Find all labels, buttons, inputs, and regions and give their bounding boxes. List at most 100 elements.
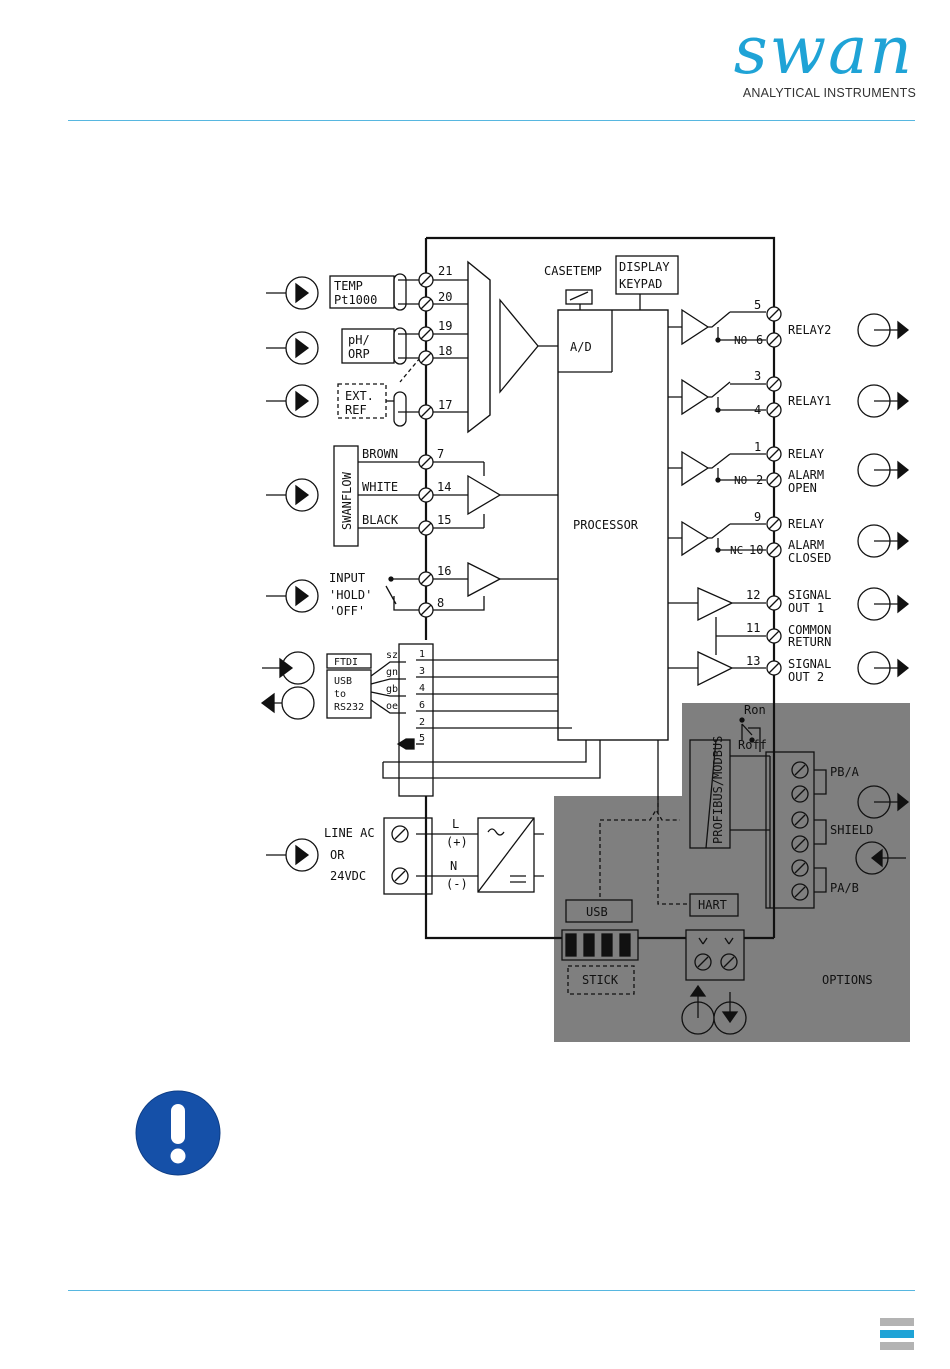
pba-label: PB/A (830, 765, 860, 779)
exclamation-warning-icon (135, 1090, 221, 1176)
processor-block (557, 309, 669, 741)
or-label: OR (330, 848, 345, 862)
swan-logo: swan ANALYTICAL INSTRUMENTS (734, 14, 918, 104)
usb-pin-lines (382, 659, 601, 779)
rs232-label: RS232 (334, 702, 364, 713)
processor-label: PROCESSOR (573, 518, 639, 532)
terminal-5: 5 (754, 298, 761, 312)
wire-brown: BROWN (362, 447, 398, 461)
ftdi-label: FTDI (334, 657, 358, 668)
options-label: OPTIONS (822, 973, 873, 987)
swanflow-block (333, 445, 359, 547)
usb-to-label: USB (334, 676, 352, 687)
signal2-label: SIGNAL (788, 657, 831, 671)
flow-terminals (418, 454, 434, 536)
terminal-19: 19 (438, 319, 452, 333)
l-label: L (452, 817, 459, 831)
terminal-10: 10 (749, 543, 763, 557)
alarm-closed-label: ALARM (788, 538, 824, 552)
options-internals (561, 717, 827, 995)
left-terminals-top (418, 272, 434, 420)
usb-option-label: USB (586, 905, 608, 919)
options-area (554, 703, 910, 1042)
wire-gb: gb (386, 684, 398, 695)
input-label: INPUT (329, 571, 365, 585)
footer-brand-mark (880, 1318, 914, 1354)
n-label: N (450, 859, 457, 873)
terminal-7: 7 (437, 447, 444, 461)
brand-name: swan (733, 12, 914, 89)
usb-pin-6: 6 (419, 700, 425, 711)
brand-tagline: ANALYTICAL INSTRUMENTS (742, 86, 916, 100)
terminal-1: 1 (754, 440, 761, 454)
terminal-2: 2 (756, 473, 763, 487)
wire-oe: oe (386, 701, 398, 712)
pt1000-label: Pt1000 (334, 293, 377, 307)
roff-label: Roff (738, 738, 767, 752)
out2-label: OUT 2 (788, 670, 824, 684)
no-label-1: NO (734, 334, 747, 347)
off-label: 'OFF' (329, 604, 365, 618)
terminal-20: 20 (438, 290, 452, 304)
terminal-17: 17 (438, 398, 452, 412)
wire-white: WHITE (362, 480, 398, 494)
terminal-13: 13 (746, 654, 760, 668)
relay1-label: RELAY1 (788, 394, 831, 408)
terminal-3: 3 (754, 369, 761, 383)
terminal-11: 11 (746, 621, 760, 635)
profibus-label: PROFIBUS/MODBUS (711, 736, 725, 844)
relay-outputs (668, 308, 766, 687)
terminal-12: 12 (746, 588, 760, 602)
ad-label: A/D (570, 340, 592, 354)
ron-label: Ron (744, 703, 766, 717)
terminal-8: 8 (437, 596, 444, 610)
ref-label: REF (345, 403, 367, 417)
hart-label: HART (698, 898, 727, 912)
hold-label: 'HOLD' (329, 588, 372, 602)
terminal-6: 6 (756, 333, 763, 347)
common-label: COMMON (788, 623, 831, 637)
swanflow-label: SWANFLOW (340, 471, 354, 530)
shield-label: SHIELD (830, 823, 873, 837)
usb-pin-3: 3 (419, 666, 425, 677)
temp-label: TEMP (334, 279, 363, 293)
display-keypad-block (615, 255, 679, 295)
24vdc-label: 24VDC (330, 869, 366, 883)
right-terminals (766, 306, 782, 676)
no-label-2: NO (734, 474, 747, 487)
wire-gn: gn (386, 667, 398, 678)
open-label: OPEN (788, 481, 817, 495)
l-plus-label: (+) (446, 835, 468, 849)
relay2-label: RELAY2 (788, 323, 831, 337)
relay-open-label: RELAY (788, 447, 825, 461)
usb-pin-4: 4 (419, 683, 425, 694)
display-label: DISPLAY (619, 260, 670, 274)
terminal-4: 4 (754, 403, 761, 417)
ext-label: EXT. (345, 389, 374, 403)
nc-label: NC (730, 544, 743, 557)
out1-label: OUT 1 (788, 601, 824, 615)
to-label: to (334, 689, 346, 700)
stick-label: STICK (582, 973, 619, 987)
input-symbols (260, 276, 319, 872)
terminal-14: 14 (437, 480, 451, 494)
header-rule (68, 120, 915, 121)
orp-label: ORP (348, 347, 370, 361)
alarm-open-label: ALARM (788, 468, 824, 482)
wire-sz: sz (386, 650, 398, 661)
terminal-18: 18 (438, 344, 452, 358)
ph-label: pH/ (348, 333, 370, 347)
terminal-9: 9 (754, 510, 761, 524)
terminal-16: 16 (437, 564, 451, 578)
terminal-21: 21 (438, 264, 452, 278)
pab-label: PA/B (830, 881, 859, 895)
output-symbols (681, 313, 910, 1035)
usb-pin-5: 5 (419, 733, 425, 744)
footer-rule (68, 1290, 915, 1291)
n-minus-label: (-) (446, 877, 468, 891)
closed-label: CLOSED (788, 551, 831, 565)
power-supply-block (477, 817, 535, 893)
relay-closed-label: RELAY (788, 517, 825, 531)
wire-black: BLACK (362, 513, 399, 527)
casetemp-label: CASETEMP (544, 264, 602, 278)
